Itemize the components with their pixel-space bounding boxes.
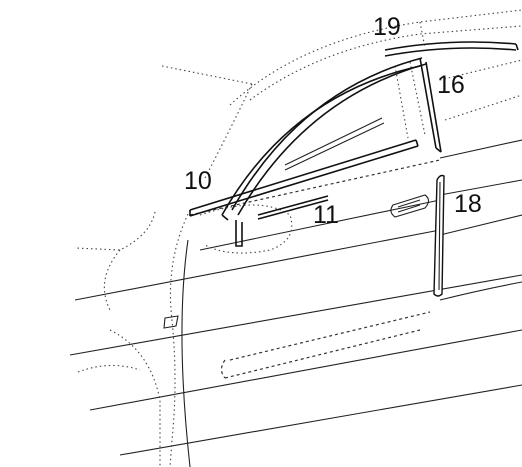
callout-16: 16 [437, 71, 465, 99]
part-10-belt-moulding [189, 139, 419, 217]
part-16-frame [419, 57, 442, 153]
mirror-mount [163, 204, 293, 329]
glass-run [221, 65, 421, 221]
callout-18: 18 [454, 190, 482, 218]
door-panel [69, 139, 522, 467]
callout-19: 19 [373, 13, 401, 41]
callout-11: 11 [313, 201, 339, 229]
callout-10: 10 [184, 167, 212, 195]
part-18-pillar-moulding [433, 174, 445, 297]
part-11-strip [257, 195, 329, 220]
door-handle [390, 194, 430, 218]
body-outline [74, 9, 522, 467]
